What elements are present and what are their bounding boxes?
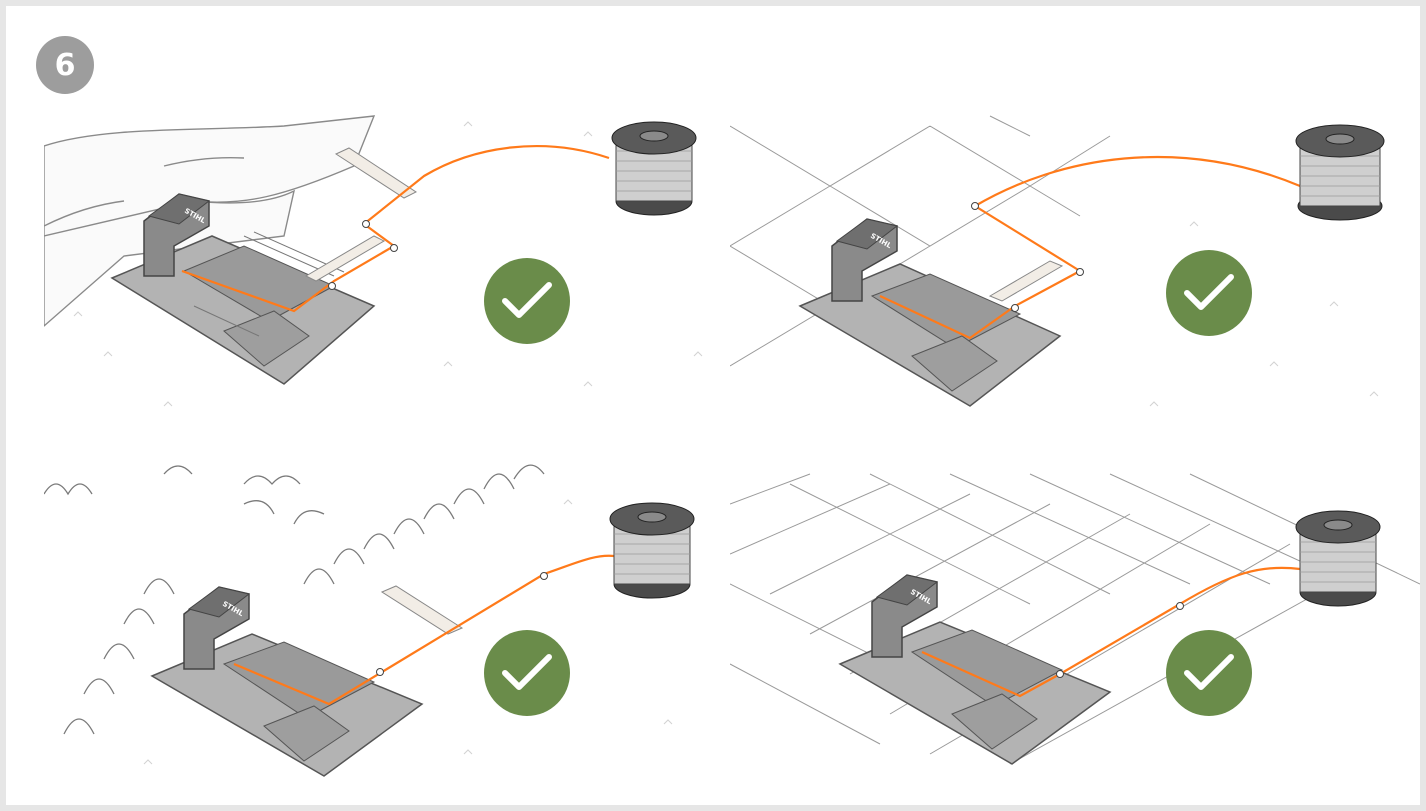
scene-wall: STIHL <box>44 106 734 426</box>
scene-hedge: STIHL <box>44 464 734 784</box>
checkmark-icon <box>1166 630 1252 716</box>
docking-station: STIHL <box>798 218 1062 407</box>
checkmark-icon <box>1166 250 1252 336</box>
wire-spool <box>609 502 695 599</box>
checkmark-icon <box>484 630 570 716</box>
scene-tiles: STIHL <box>730 106 1420 426</box>
wire-spool <box>611 121 697 216</box>
boundary-tape <box>304 147 418 282</box>
step-number: 6 <box>54 47 76 83</box>
docking-station: STIHL <box>110 193 376 385</box>
boundary-wire <box>233 554 615 706</box>
scene-tiles-alt: STIHL <box>730 464 1420 784</box>
wire-spool <box>1295 510 1381 607</box>
instruction-frame: 6 <box>6 6 1420 805</box>
wall-illustration <box>44 115 376 327</box>
paving-tiles <box>730 473 1420 765</box>
docking-station: STIHL <box>150 586 424 777</box>
step-number-badge: 6 <box>36 36 94 94</box>
hedge-illustration <box>44 464 545 735</box>
docking-station: STIHL <box>838 574 1112 765</box>
wire-spool <box>1295 124 1385 221</box>
checkmark-icon <box>484 258 570 344</box>
boundary-wire <box>181 145 610 313</box>
boundary-wire <box>921 566 1301 698</box>
